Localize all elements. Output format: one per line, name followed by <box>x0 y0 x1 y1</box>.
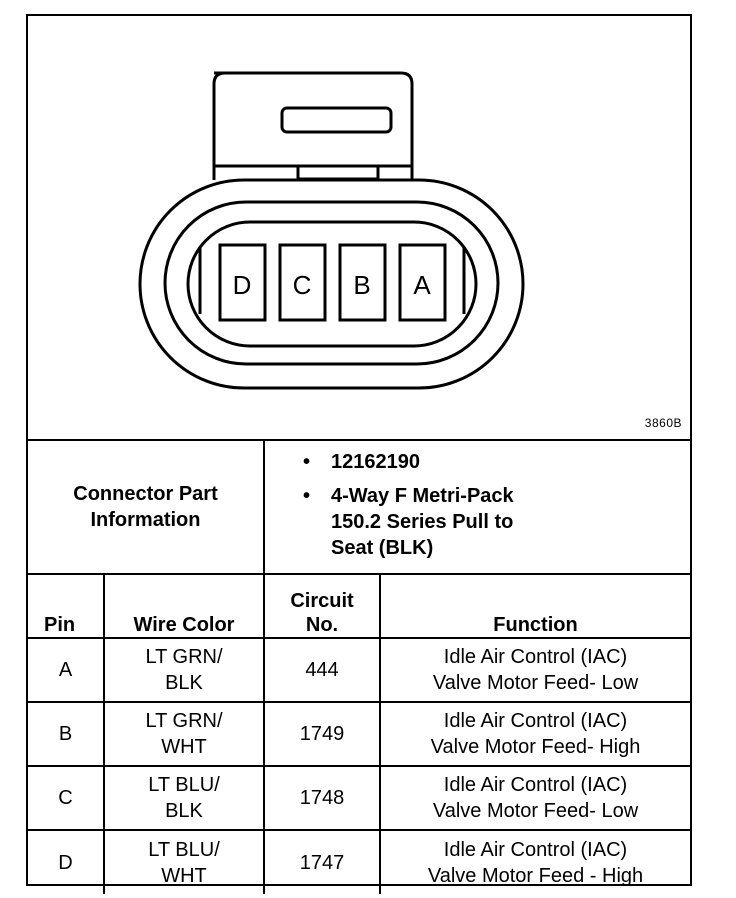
connector-body-outer <box>138 178 525 390</box>
pin-cavity-c: C <box>278 243 327 322</box>
pin-cell: B <box>28 701 105 767</box>
pin-label-d: D <box>233 270 252 300</box>
pin-cavity-b: B <box>338 243 387 322</box>
connector-part-label-line: Connector Part <box>73 483 218 505</box>
table-row: C LT BLU/ BLK 1748 Idle Air Control (IAC… <box>28 765 690 831</box>
pin-cavity-d: D <box>218 243 267 322</box>
connector-part-info: • 12162190 • 4-Way F Metri-Pack 150.2 Se… <box>263 439 690 575</box>
pin-cell: D <box>28 829 105 894</box>
part-number: 12162190 <box>331 451 420 473</box>
connector-latch-slot <box>280 106 393 134</box>
connector-part-label-line: Information <box>90 509 201 531</box>
pin-label-b: B <box>353 270 370 300</box>
function-cell: Idle Air Control (IAC) Valve Motor Feed … <box>379 829 690 894</box>
wire-color-line: LT GRN/ <box>145 710 223 732</box>
bullet-icon: • <box>303 451 311 473</box>
connector-table: Connector Part Information • 12162190 • … <box>28 439 690 894</box>
wire-color-cell: LT GRN/ WHT <box>103 701 265 767</box>
connector-body-middle <box>163 200 500 366</box>
wire-color-line: LT BLU/ <box>148 838 220 861</box>
circuit-cell: 1749 <box>263 701 381 767</box>
header-circuit-no: Circuit No. <box>263 573 381 639</box>
table-header-row: Pin Wire Color Circuit No. Function <box>28 573 690 639</box>
table-row: B LT GRN/ WHT 1749 Idle Air Control (IAC… <box>28 701 690 767</box>
function-line: Idle Air Control (IAC) <box>443 838 628 861</box>
wire-color-cell: LT BLU/ WHT <box>103 829 265 894</box>
part-description-line: 150.2 Series Pull to <box>331 511 514 533</box>
pin-cell: A <box>28 637 105 703</box>
connector-part-label: Connector Part Information <box>28 439 265 575</box>
header-wire-color: Wire Color <box>103 573 265 639</box>
bullet-icon: • <box>303 485 311 507</box>
pin-cavity-a: A <box>398 243 447 322</box>
function-line: Valve Motor Feed- Low <box>432 672 639 694</box>
function-line: Valve Motor Feed- High <box>430 736 641 758</box>
figure-id: 3860B <box>644 416 682 430</box>
function-line: Valve Motor Feed - High <box>427 864 644 887</box>
header-circuit-line: Circuit <box>290 590 354 612</box>
connector-part-list: • 12162190 • 4-Way F Metri-Pack 150.2 Se… <box>265 449 690 561</box>
wire-color-line: BLK <box>165 800 203 822</box>
connector-latch-housing <box>212 71 414 168</box>
connector-latch-tab <box>296 164 380 181</box>
wire-color-line: LT BLU/ <box>148 774 220 796</box>
function-line: Valve Motor Feed- Low <box>432 800 639 822</box>
wire-color-cell: LT BLU/ BLK <box>103 765 265 831</box>
pin-cell: C <box>28 765 105 831</box>
function-line: Idle Air Control (IAC) <box>443 774 628 796</box>
header-function: Function <box>379 573 690 639</box>
function-cell: Idle Air Control (IAC) Valve Motor Feed-… <box>379 701 690 767</box>
pin-label-a: A <box>413 270 431 300</box>
function-line: Idle Air Control (IAC) <box>443 646 628 668</box>
header-pin: Pin <box>28 573 105 639</box>
connector-part-row: Connector Part Information • 12162190 • … <box>28 439 690 575</box>
wire-color-line: BLK <box>165 672 203 694</box>
header-circuit-line: No. <box>305 614 339 636</box>
diagram-frame: D C B A 3860B Connector Pa <box>26 14 692 894</box>
connector-body-inner <box>186 220 478 348</box>
function-cell: Idle Air Control (IAC) Valve Motor Feed-… <box>379 637 690 703</box>
part-description-item: • 4-Way F Metri-Pack 150.2 Series Pull t… <box>303 483 690 561</box>
connector-figure: D C B A 3860B <box>28 16 690 439</box>
function-line: Idle Air Control (IAC) <box>443 710 628 732</box>
circuit-cell: 1747 <box>263 829 381 894</box>
pin-label-c: C <box>293 270 312 300</box>
connector-drawing: D C B A <box>138 71 525 390</box>
wire-color-cell: LT GRN/ BLK <box>103 637 265 703</box>
function-cell: Idle Air Control (IAC) Valve Motor Feed-… <box>379 765 690 831</box>
table-row: D LT BLU/ WHT 1747 Idle Air Control (IAC… <box>28 829 690 894</box>
table-row: A LT GRN/ BLK 444 Idle Air Control (IAC)… <box>28 637 690 703</box>
wire-color-line: LT GRN/ <box>145 646 223 668</box>
part-description-line: 4-Way F Metri-Pack <box>331 485 514 507</box>
circuit-cell: 444 <box>263 637 381 703</box>
wire-color-line: WHT <box>161 864 207 887</box>
circuit-cell: 1748 <box>263 765 381 831</box>
part-number-item: • 12162190 <box>303 449 690 475</box>
wire-color-line: WHT <box>161 736 207 758</box>
part-description-line: Seat (BLK) <box>331 537 434 559</box>
